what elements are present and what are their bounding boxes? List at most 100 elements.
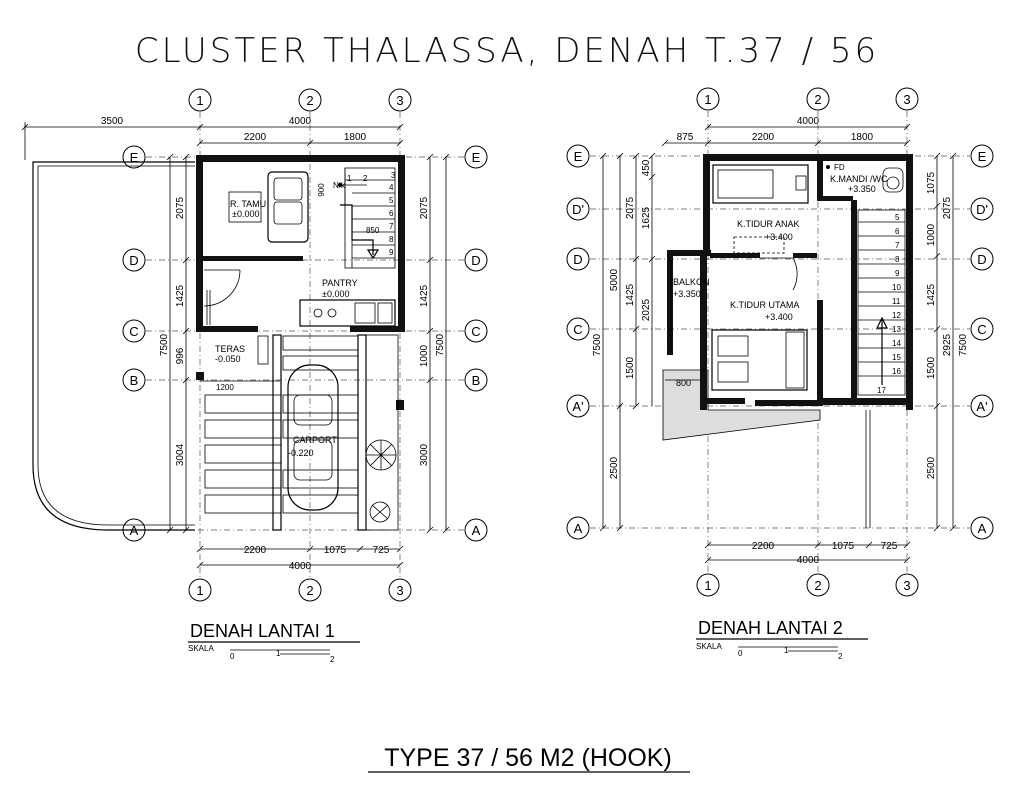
- balkon-width-label: 800: [676, 378, 691, 388]
- dim-lines-right: [426, 153, 450, 534]
- dim-bottom-2200: 2200: [244, 545, 267, 556]
- drawing-title: CLUSTER THALASSA, DENAH T.37 / 56: [135, 31, 879, 71]
- step-6: 6: [389, 209, 394, 218]
- scale-label-1: SKALA: [188, 644, 214, 653]
- dim-lines-top: [21, 122, 404, 160]
- dim-top-left: 3500: [101, 116, 124, 127]
- dim-right-1000: 1000: [419, 344, 430, 367]
- grid2-row-A1-right: A': [970, 394, 994, 418]
- svg-text:3: 3: [396, 93, 403, 108]
- dim-left-2075: 2075: [175, 196, 186, 219]
- svg-text:A': A': [976, 399, 987, 414]
- wardrobe-anak: [733, 236, 785, 254]
- dim-top-2200: 2200: [244, 132, 267, 143]
- dim2-top-2200: 2200: [752, 132, 775, 143]
- garden-strip: [365, 334, 399, 531]
- grid-col-3-top: 3: [388, 88, 412, 112]
- svg-text:E: E: [978, 149, 987, 164]
- svg-text:D: D: [129, 253, 138, 268]
- svg-text:2: 2: [306, 583, 313, 598]
- grid-col-2-top: 2: [298, 88, 322, 112]
- room-anak-level: +3.400: [765, 232, 793, 242]
- teras-step: [257, 335, 269, 365]
- room-balkon-level: +3.350: [673, 289, 701, 299]
- room-pantry-level: ±0.000: [322, 289, 349, 299]
- scale-tick-2-2: 2: [838, 652, 843, 661]
- step2-6: 6: [895, 227, 900, 236]
- svg-text:D': D': [572, 202, 584, 217]
- dim2-right-2925: 2925: [942, 333, 953, 356]
- step2-8: 8: [895, 255, 900, 264]
- room-pantry-name: PANTRY: [322, 278, 358, 288]
- svg-text:3: 3: [903, 92, 910, 107]
- svg-text:C: C: [977, 322, 986, 337]
- dim-left-3004: 3004: [175, 443, 186, 466]
- grid-row-D-left: D: [122, 248, 146, 272]
- dim2-bottom-2200: 2200: [752, 541, 775, 552]
- stair-lantai-2: [857, 209, 906, 396]
- kitchen-counter: [299, 299, 396, 327]
- svg-text:1: 1: [704, 578, 711, 593]
- dim-right-2075: 2075: [419, 196, 430, 219]
- svg-text:2: 2: [306, 93, 313, 108]
- grid-row-B-right: B: [464, 368, 488, 392]
- stair-up-label: NIk: [333, 181, 346, 190]
- dim2-right-2075: 2075: [942, 196, 953, 219]
- svg-text:D: D: [573, 252, 582, 267]
- step2-11: 11: [892, 297, 901, 306]
- grid2-row-A1-left: A': [566, 394, 590, 418]
- room-tamu-name: R. TAMU: [230, 199, 266, 209]
- grid-col-2-bottom: 2: [298, 578, 322, 602]
- dim2-top-875: 875: [677, 132, 694, 143]
- site-boundary-inner: [37, 165, 195, 526]
- svg-text:E: E: [472, 150, 481, 165]
- dim2-left-450: 450: [641, 159, 652, 176]
- step2-16: 16: [892, 367, 901, 376]
- grid-row-D-right: D: [464, 248, 488, 272]
- scale-tick-0-2: 0: [738, 649, 743, 658]
- grid2-row-C-left: C: [566, 317, 590, 341]
- dim-bottom-725: 725: [373, 545, 390, 556]
- grid2-row-D1-left: D': [566, 197, 590, 221]
- dim-left-1425: 1425: [175, 284, 186, 307]
- svg-text:A: A: [472, 523, 481, 538]
- dim-lines-bottom: [196, 545, 404, 569]
- site-boundary: [32, 161, 195, 531]
- room-balkon-name: BALKON: [673, 277, 710, 287]
- dim2-right-1500: 1500: [926, 356, 937, 379]
- grid-row-E-right: E: [464, 145, 488, 169]
- grid2-row-E-right: E: [970, 144, 994, 168]
- grid-row-C-right: C: [464, 319, 488, 343]
- dim-top-1800: 1800: [344, 132, 367, 143]
- bed-utama: [711, 329, 808, 391]
- svg-text:C: C: [129, 324, 138, 339]
- step2-10: 10: [892, 283, 901, 292]
- room-utama-level: +3.400: [765, 312, 793, 322]
- grid2-row-A-right: A: [970, 516, 994, 540]
- svg-text:D: D: [977, 252, 986, 267]
- room-tamu-level: ±0.000: [232, 209, 259, 219]
- room-kmandi-name: K.MANDI /WC: [830, 174, 888, 184]
- scale-tick-1-2: 1: [784, 646, 789, 655]
- svg-text:2: 2: [814, 92, 821, 107]
- dim2-bottom-1075: 1075: [832, 541, 855, 552]
- sofa: [228, 171, 309, 243]
- dim2-right-overall: 7500: [958, 333, 969, 356]
- svg-text:D': D': [976, 202, 988, 217]
- grid-row-B-left: B: [122, 368, 146, 392]
- dim2-lines-right: [933, 152, 957, 532]
- svg-text:1: 1: [196, 583, 203, 598]
- door-swing-1: [203, 269, 241, 307]
- grid2-row-D1-right: D': [970, 197, 994, 221]
- step2-12: 12: [892, 311, 901, 320]
- room-teras-name: TERAS: [215, 344, 245, 354]
- svg-text:C: C: [471, 324, 480, 339]
- step-7: 7: [389, 222, 394, 231]
- grid-col-3-bottom: 3: [388, 578, 412, 602]
- grid-row-E-left: E: [122, 145, 146, 169]
- grid2-row-D-right: D: [970, 247, 994, 271]
- svg-text:2: 2: [814, 578, 821, 593]
- dim-left-996: 996: [175, 347, 186, 364]
- svg-text:3: 3: [396, 583, 403, 598]
- dim2-bottom-725: 725: [881, 541, 898, 552]
